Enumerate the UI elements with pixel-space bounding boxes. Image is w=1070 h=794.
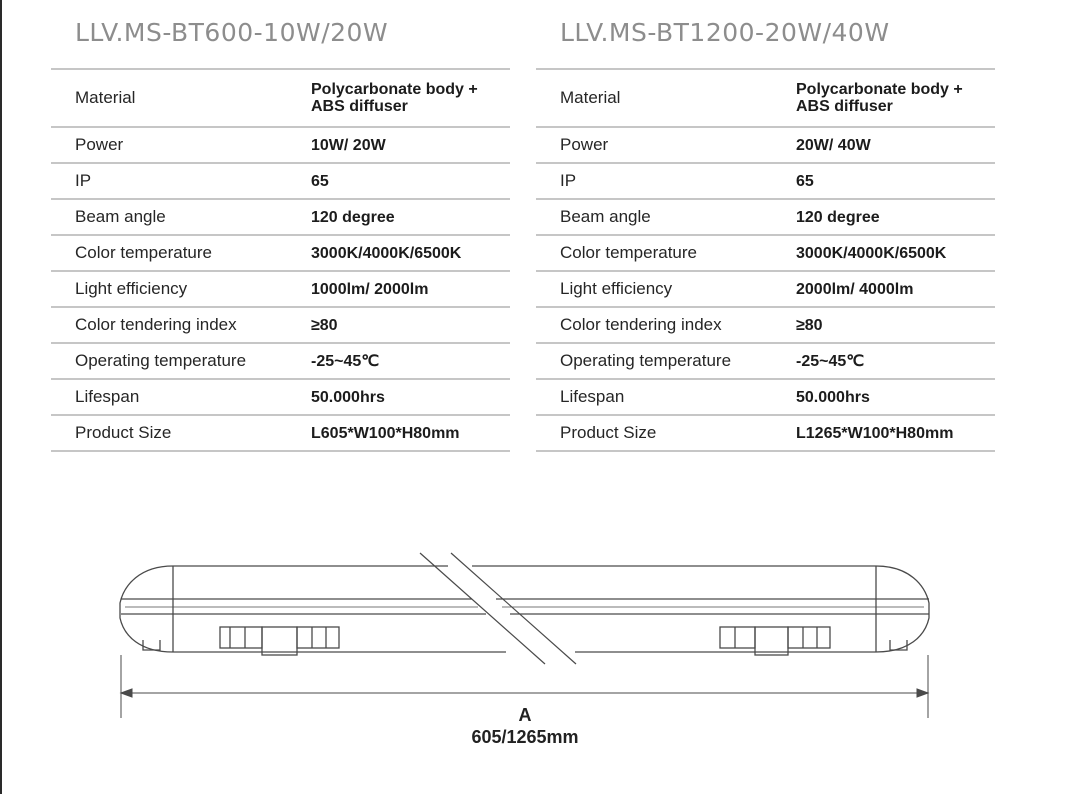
spec-label: Beam angle xyxy=(536,199,796,236)
spec-label: Operating temperature xyxy=(536,343,796,380)
model-title: LLV.MS-BT600-10W/20W xyxy=(75,18,389,47)
spec-value: 1000lm/ 2000lm xyxy=(311,271,510,308)
spec-value: ≥80 xyxy=(796,307,995,344)
spec-label: Color tendering index xyxy=(51,307,311,344)
spec-label: Product Size xyxy=(536,415,796,452)
spec-row-product-size: Product Size L605*W100*H80mm xyxy=(51,415,510,452)
spec-label: Color tendering index xyxy=(536,307,796,344)
dimension-line xyxy=(119,655,930,718)
spec-label: Product Size xyxy=(51,415,311,452)
spec-label: Power xyxy=(51,127,311,164)
left-border xyxy=(0,0,2,794)
spec-value: 120 degree xyxy=(311,199,510,236)
spec-label: Material xyxy=(51,69,311,128)
spec-value: L605*W100*H80mm xyxy=(311,415,510,452)
spec-label: Material xyxy=(536,69,796,128)
spec-value: 2000lm/ 4000lm xyxy=(796,271,995,308)
spec-value: 65 xyxy=(796,163,995,200)
spec-value: 20W/ 40W xyxy=(796,127,995,164)
spec-value: 50.000hrs xyxy=(311,379,510,416)
spec-row-ip: IP 65 xyxy=(51,163,510,200)
spec-label: Color temperature xyxy=(51,235,311,272)
spec-value: L1265*W100*H80mm xyxy=(796,415,995,452)
spec-row-power: Power 20W/ 40W xyxy=(536,127,995,164)
spec-table: Material Polycarbonate body + ABS diffus… xyxy=(536,68,995,452)
spec-value: -25~45℃ xyxy=(796,343,995,380)
dimension-value: 605/1265mm xyxy=(471,727,578,747)
spec-label: Power xyxy=(536,127,796,164)
spec-row-operating-temperature: Operating temperature -25~45℃ xyxy=(51,343,510,380)
spec-row-product-size: Product Size L1265*W100*H80mm xyxy=(536,415,995,452)
spec-row-operating-temperature: Operating temperature -25~45℃ xyxy=(536,343,995,380)
spec-table: Material Polycarbonate body + ABS diffus… xyxy=(51,68,510,452)
spec-row-material: Material Polycarbonate body + ABS diffus… xyxy=(536,69,995,128)
spec-value: 3000K/4000K/6500K xyxy=(311,235,510,272)
spec-value: ≥80 xyxy=(311,307,510,344)
spec-value: 3000K/4000K/6500K xyxy=(796,235,995,272)
spec-row-lifespan: Lifespan 50.000hrs xyxy=(536,379,995,416)
spec-row-light-efficiency: Light efficiency 2000lm/ 4000lm xyxy=(536,271,995,308)
spec-label: Beam angle xyxy=(51,199,311,236)
spec-value: 50.000hrs xyxy=(796,379,995,416)
spec-row-power: Power 10W/ 20W xyxy=(51,127,510,164)
spec-value: 120 degree xyxy=(796,199,995,236)
spec-label: IP xyxy=(536,163,796,200)
dimension-letter: A xyxy=(519,705,532,725)
spec-label: IP xyxy=(51,163,311,200)
spec-value: -25~45℃ xyxy=(311,343,510,380)
spec-value: 65 xyxy=(311,163,510,200)
spec-row-ip: IP 65 xyxy=(536,163,995,200)
spec-row-cri: Color tendering index ≥80 xyxy=(536,307,995,344)
spec-row-beam-angle: Beam angle 120 degree xyxy=(536,199,995,236)
spec-row-cri: Color tendering index ≥80 xyxy=(51,307,510,344)
spec-row-color-temperature: Color temperature 3000K/4000K/6500K xyxy=(536,235,995,272)
spec-value: 10W/ 20W xyxy=(311,127,510,164)
spec-label: Lifespan xyxy=(536,379,796,416)
spec-label: Lifespan xyxy=(51,379,311,416)
spec-row-light-efficiency: Light efficiency 1000lm/ 2000lm xyxy=(51,271,510,308)
model-title: LLV.MS-BT1200-20W/40W xyxy=(560,18,890,47)
spec-label: Color temperature xyxy=(536,235,796,272)
spec-row-beam-angle: Beam angle 120 degree xyxy=(51,199,510,236)
spec-row-material: Material Polycarbonate body + ABS diffus… xyxy=(51,69,510,128)
spec-value: Polycarbonate body + ABS diffuser xyxy=(311,69,510,128)
fixture-outline xyxy=(119,552,930,665)
spec-row-lifespan: Lifespan 50.000hrs xyxy=(51,379,510,416)
spec-label: Operating temperature xyxy=(51,343,311,380)
spec-row-color-temperature: Color temperature 3000K/4000K/6500K xyxy=(51,235,510,272)
spec-value: Polycarbonate body + ABS diffuser xyxy=(796,69,995,128)
spec-label: Light efficiency xyxy=(51,271,311,308)
spec-label: Light efficiency xyxy=(536,271,796,308)
